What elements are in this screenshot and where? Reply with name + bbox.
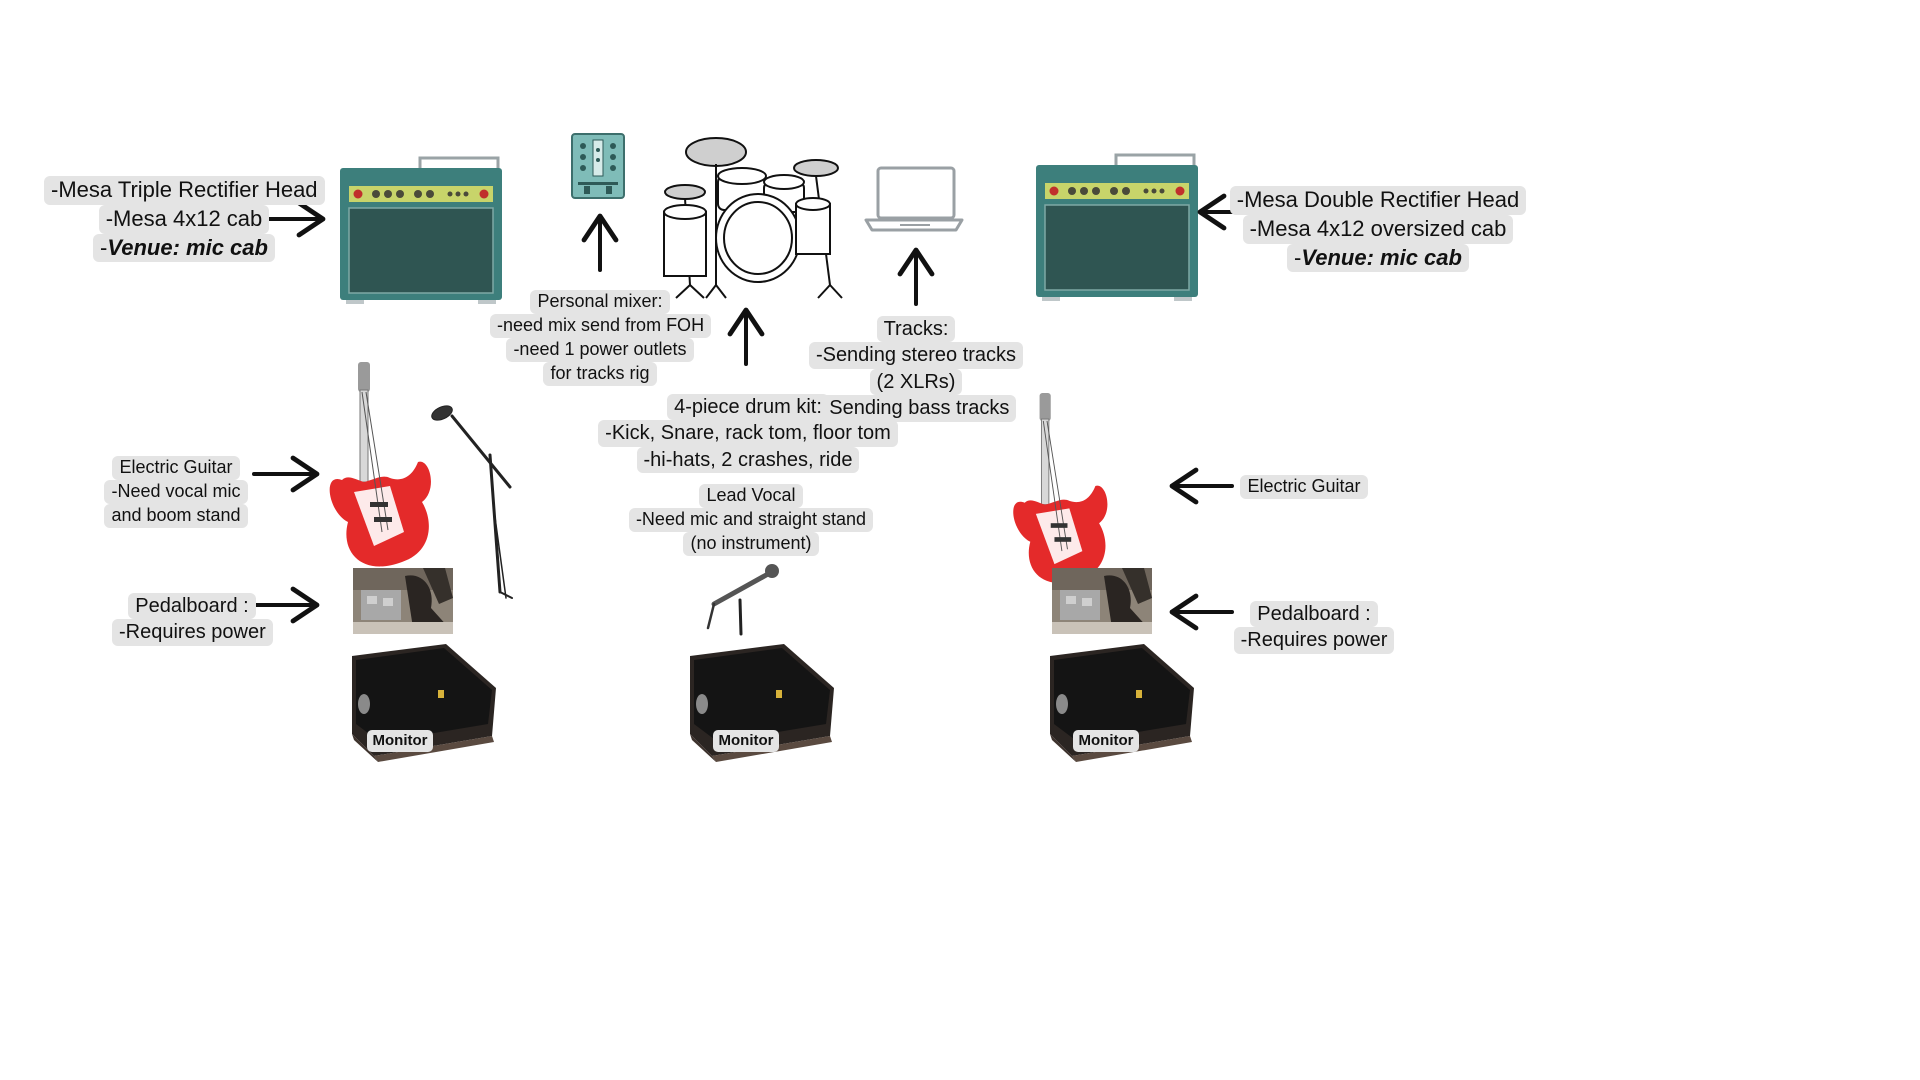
drum-kit-label: 4-piece drum kit: -Kick, Snare, rack tom… bbox=[596, 394, 900, 474]
left-amp-venue-text: -Venue: mic cab bbox=[93, 233, 275, 263]
personal-mixer-label: Personal mixer: -need mix send from FOH … bbox=[490, 290, 712, 386]
left-pedalboard-line: -Requires power bbox=[112, 619, 273, 646]
right-pedalboard-photo-icon bbox=[1052, 568, 1152, 634]
mixer-line: -need 1 power outlets bbox=[506, 337, 694, 362]
mixer-icon bbox=[571, 133, 625, 199]
lead-vocal-line: -Need mic and straight stand bbox=[628, 507, 874, 532]
left-guitar-line: -Need vocal mic bbox=[104, 479, 248, 504]
left-amp-cab-text: -Mesa 4x12 cab bbox=[98, 204, 270, 234]
mixer-line: -need mix send from FOH bbox=[490, 313, 712, 338]
right-guitar-line: Electric Guitar bbox=[1240, 475, 1368, 499]
right-guitar-label: Electric Guitar bbox=[1236, 475, 1372, 499]
right-pedalboard-line: -Requires power bbox=[1233, 627, 1395, 654]
monitor-text: Monitor bbox=[366, 730, 434, 753]
left-amp-head-text: -Mesa Triple Rectifier Head bbox=[44, 176, 325, 205]
monitor-text: Monitor bbox=[712, 730, 780, 753]
straight-mic-stand-icon bbox=[706, 564, 779, 636]
tracks-label: Tracks: -Sending stereo tracks (2 XLRs) … bbox=[800, 316, 1032, 422]
mixer-line: for tracks rig bbox=[543, 361, 657, 386]
right-amp-label: -Mesa Double Rectifier Head -Mesa 4x12 o… bbox=[1228, 186, 1528, 273]
right-amp-head-text: -Mesa Double Rectifier Head bbox=[1229, 186, 1527, 215]
left-guitar-line: Electric Guitar bbox=[112, 456, 240, 480]
drum-kit-icon bbox=[663, 137, 843, 299]
left-guitar-label: Electric Guitar -Need vocal mic and boom… bbox=[100, 456, 252, 528]
left-guitar-icon bbox=[329, 361, 432, 567]
lead-vocal-label: Lead Vocal -Need mic and straight stand … bbox=[620, 484, 882, 556]
center-monitor-label: Monitor bbox=[706, 730, 786, 753]
right-amp-icon bbox=[1034, 153, 1200, 303]
laptop-icon bbox=[864, 166, 964, 232]
right-pedalboard-label: Pedalboard : -Requires power bbox=[1232, 601, 1396, 654]
tracks-line: (2 XLRs) bbox=[869, 368, 963, 396]
left-guitar-line: and boom stand bbox=[104, 503, 248, 528]
monitor-text: Monitor bbox=[1072, 730, 1140, 753]
mixer-line: Personal mixer: bbox=[530, 290, 670, 314]
left-amp-icon bbox=[338, 156, 504, 306]
left-amp-label: -Mesa Triple Rectifier Head -Mesa 4x12 c… bbox=[44, 176, 325, 263]
tracks-line: -Sending stereo tracks bbox=[808, 342, 1024, 369]
right-pedalboard-line: Pedalboard : bbox=[1250, 601, 1378, 628]
right-amp-venue-text: -Venue: mic cab bbox=[1287, 243, 1469, 273]
drum-kit-line: -Kick, Snare, rack tom, floor tom bbox=[598, 420, 898, 447]
tracks-line: Tracks: bbox=[876, 316, 956, 343]
drum-kit-line: -hi-hats, 2 crashes, ride bbox=[636, 446, 860, 474]
lead-vocal-line: (no instrument) bbox=[683, 531, 819, 556]
drum-kit-line: 4-piece drum kit: bbox=[667, 394, 829, 421]
tracks-line: -Sending bass tracks bbox=[815, 395, 1017, 422]
left-pedalboard-line: Pedalboard : bbox=[128, 593, 256, 620]
left-monitor-label: Monitor bbox=[360, 730, 440, 753]
boom-mic-stand-icon bbox=[431, 405, 513, 599]
right-monitor-label: Monitor bbox=[1066, 730, 1146, 753]
left-pedalboard-label: Pedalboard : -Requires power bbox=[112, 593, 273, 646]
lead-vocal-line: Lead Vocal bbox=[699, 484, 803, 508]
right-amp-cab-text: -Mesa 4x12 oversized cab bbox=[1242, 214, 1514, 244]
left-pedalboard-photo-icon bbox=[353, 568, 453, 634]
